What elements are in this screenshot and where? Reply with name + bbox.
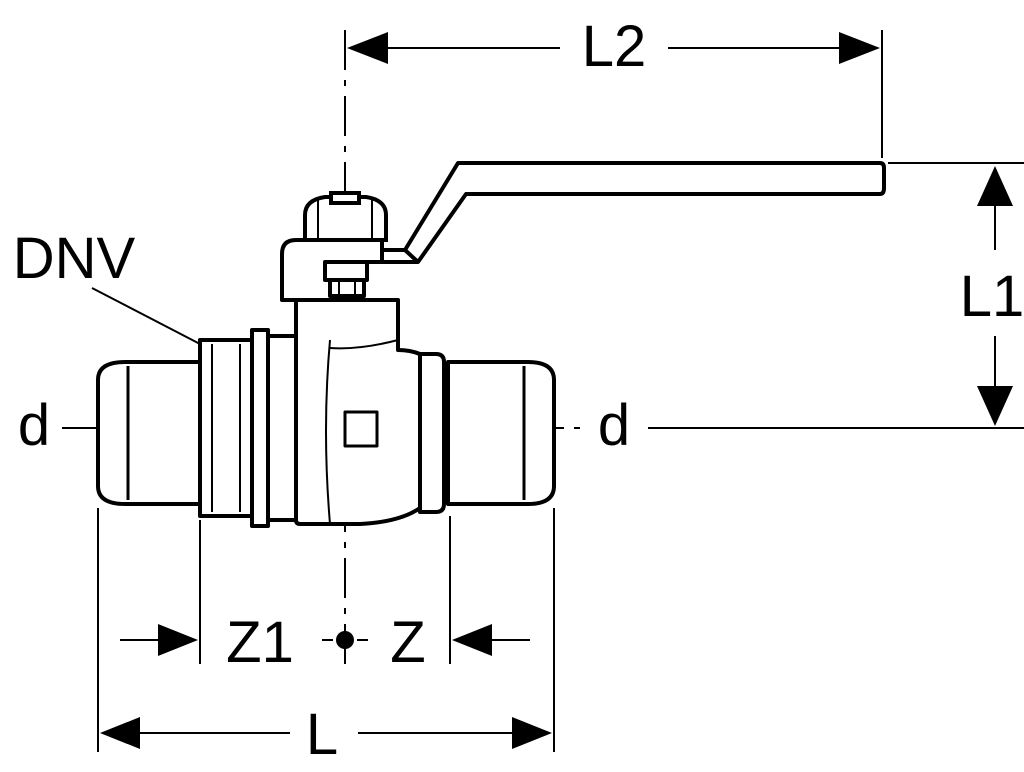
dnv-label: DNV	[13, 226, 136, 291]
l-label: L	[306, 702, 338, 767]
l2-arrow-left	[347, 32, 388, 64]
l2-label: L2	[582, 14, 647, 79]
lever-handle	[332, 161, 886, 264]
z1-arrow	[158, 624, 198, 656]
z1-label: Z1	[226, 610, 294, 675]
center-point	[336, 631, 354, 649]
z-label: Z	[390, 610, 425, 675]
l2-dimension	[347, 30, 883, 158]
l1-label: L1	[960, 264, 1024, 329]
l-arrow-right	[512, 717, 552, 749]
dnv-leader	[91, 287, 201, 345]
stop-bracket	[280, 238, 384, 302]
stem-nut	[303, 191, 388, 242]
z-arrow	[452, 624, 492, 656]
left-press-socket	[96, 360, 202, 506]
dnv-hex-union	[198, 338, 254, 518]
l-arrow-left	[100, 717, 140, 749]
l1-dimension	[977, 166, 1013, 426]
l1-arrow-down	[977, 386, 1013, 426]
l1-arrow-up	[977, 166, 1013, 206]
d-label-left: d	[18, 393, 50, 458]
z-dimension	[120, 624, 530, 656]
valve-body	[96, 298, 556, 528]
extension-lines	[97, 508, 555, 752]
d-label-right: d	[598, 393, 630, 458]
l-dimension	[100, 717, 552, 749]
right-press-socket	[446, 360, 556, 506]
l2-arrow-right	[839, 32, 880, 64]
